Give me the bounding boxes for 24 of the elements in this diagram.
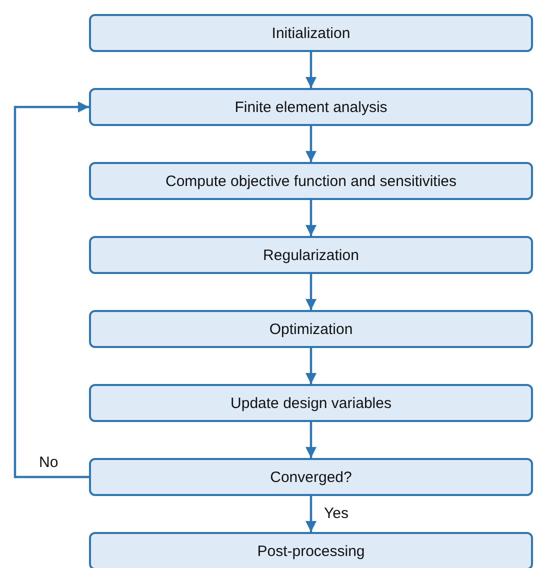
box-label: Finite element analysis (234, 98, 388, 116)
box-label: Post-processing (257, 542, 365, 560)
arrow (306, 274, 316, 310)
box-label: Compute objective function and sensitivities (166, 172, 456, 190)
process-box (89, 236, 533, 274)
process-box (89, 310, 533, 348)
arrow (306, 126, 316, 162)
box-label: Regularization (263, 246, 359, 264)
process-box (89, 88, 533, 126)
process-box (89, 14, 533, 52)
process-box (89, 384, 533, 422)
process-box (89, 162, 533, 200)
box-label: Converged? (270, 468, 352, 486)
box-label: Initialization (272, 24, 350, 42)
process-box (89, 458, 533, 496)
arrow (306, 496, 316, 532)
arrow (14, 102, 89, 478)
arrow (306, 52, 316, 88)
process-box (89, 532, 533, 568)
arrow (306, 348, 316, 384)
arrow (306, 422, 316, 458)
arrow (306, 200, 316, 236)
box-label: Update design variables (230, 394, 392, 412)
box-label: Optimization (269, 320, 353, 338)
